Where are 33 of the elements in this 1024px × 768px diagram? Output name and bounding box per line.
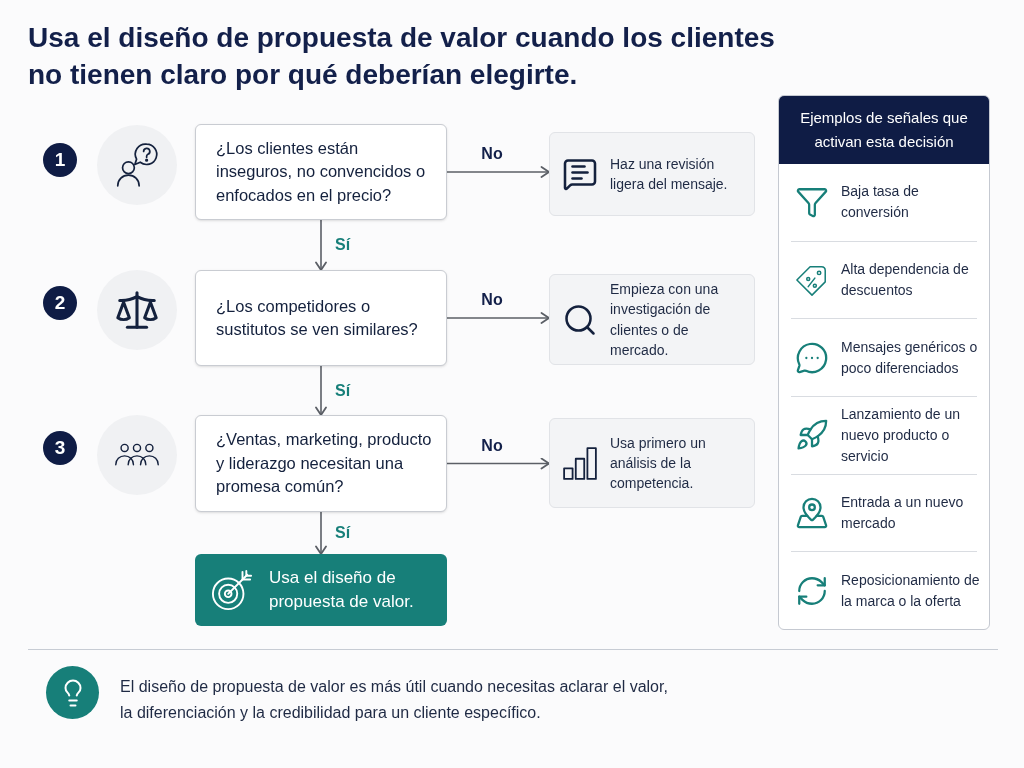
signal-text: Alta dependencia de descuentos bbox=[841, 260, 970, 300]
signal-text: Entrada a un nuevo mercado bbox=[841, 493, 965, 533]
outcome-box bbox=[549, 132, 755, 216]
panel-heading: Ejemplos de señales que activan esta decisión bbox=[800, 109, 968, 150]
outcome-text: Haz una revisión ligera del mensaje. bbox=[610, 154, 729, 194]
arrow bbox=[446, 166, 550, 178]
action-box bbox=[195, 554, 447, 626]
outcome-text: Empieza con una investigación de clientes o de mercado. bbox=[610, 279, 720, 360]
outcome-box bbox=[549, 274, 755, 365]
question-box bbox=[195, 124, 447, 220]
arrow bbox=[315, 219, 327, 271]
question-text: ¿Ventas, marketing, producto y liderazgo necesitan una promesa común? bbox=[216, 429, 433, 498]
signal-text: Mensajes genéricos o poco diferenciados bbox=[841, 337, 979, 378]
step-number: 1 bbox=[43, 143, 77, 177]
arrow bbox=[446, 457, 550, 470]
question-box bbox=[195, 415, 447, 512]
step-number: 2 bbox=[43, 286, 77, 320]
signals-panel bbox=[778, 95, 990, 630]
signal-text: Baja tasa de conversión bbox=[841, 182, 920, 223]
outcome-text: Usa primero un análisis de la competencia. bbox=[610, 433, 707, 494]
step-number: 3 bbox=[43, 431, 77, 465]
action-text: Usa el diseño de propuesta de valor. bbox=[269, 567, 415, 613]
question-text: ¿Los clientes están inseguros, no convencidos o enfocados en el precio? bbox=[216, 137, 427, 206]
footer-note: El diseño de propuesta de valor es más útil cuando necesitas aclarar el valor, la diferenciación y la credibilidad para un cliente específico. bbox=[120, 677, 669, 723]
signal-text: Reposicionamiento de la marca o la oferta bbox=[841, 570, 981, 611]
arrow bbox=[315, 365, 327, 416]
question-box bbox=[195, 270, 447, 366]
question-text: ¿Los competidores o sustitutos se ven similares? bbox=[216, 295, 419, 340]
arrow bbox=[315, 511, 327, 555]
outcome-box bbox=[549, 418, 755, 508]
signal-text: Lanzamiento de un nuevo producto o servicio bbox=[841, 404, 962, 466]
title: Usa el diseño de propuesta de valor cuando los clientes no tienen claro por qué deberían elegirte. bbox=[28, 21, 776, 92]
arrow bbox=[446, 312, 550, 324]
